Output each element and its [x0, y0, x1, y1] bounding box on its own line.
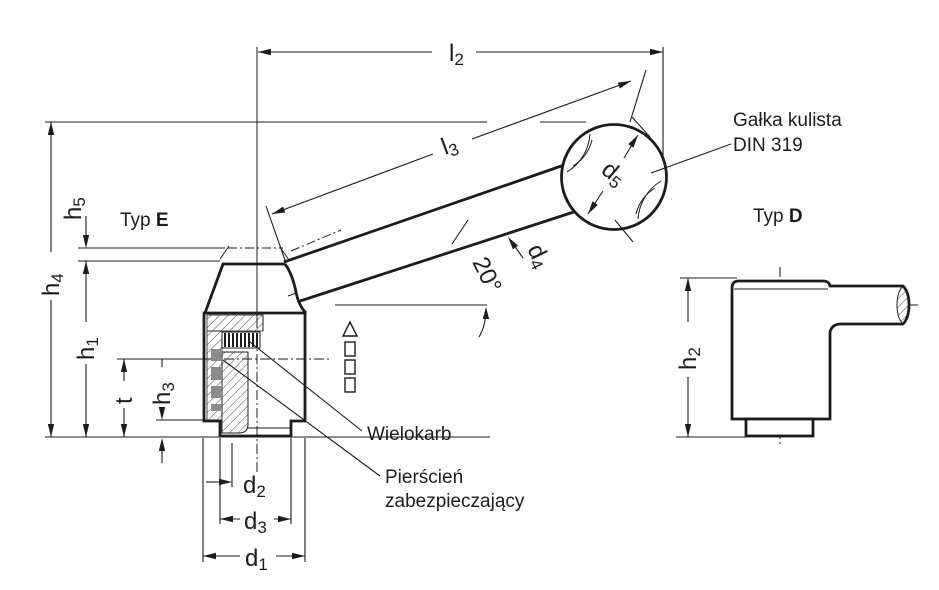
dimension-l3	[265, 69, 647, 264]
knob-note-line1: Gałka kulista	[733, 110, 842, 131]
dim-label-t: t	[111, 397, 138, 404]
dim-label-l2: l2	[449, 40, 464, 69]
dim-label-h3: h3	[149, 382, 178, 405]
spline-leader	[249, 341, 363, 432]
square-icon	[344, 359, 356, 375]
dimension-h5	[82, 216, 90, 248]
knob-leader	[650, 143, 732, 174]
flange-hatch	[206, 314, 264, 332]
triangle-icon	[341, 320, 359, 337]
main-view-typ-e: Typ E Gałka kulista DIN 319 Wielokarb Pi…	[38, 40, 842, 574]
hub-section	[202, 262, 308, 438]
dim-label-d4: d4	[520, 240, 556, 273]
dimensions	[47, 48, 663, 560]
hub-outline	[202, 311, 307, 438]
type-e-label: Typ E	[120, 210, 169, 231]
spline-note: Wielokarb	[367, 424, 451, 445]
dimension-angle-20	[335, 304, 490, 338]
spline-serration	[221, 331, 261, 349]
dim-label-d2: d2	[243, 472, 266, 501]
dim-label-l3: l3	[438, 130, 462, 162]
hub-cap-outline	[203, 262, 308, 314]
ring-note-line1: Pierścień	[385, 467, 463, 488]
bore-lines	[248, 315, 290, 429]
dimension-l2	[258, 48, 663, 56]
dimension-d5	[587, 116, 651, 243]
typ-d-outline	[730, 279, 911, 421]
ring-note-line2: zabezpieczający	[385, 491, 525, 512]
dimension-d1	[203, 552, 305, 560]
dimension-d3	[220, 515, 291, 523]
ring-leader	[222, 359, 381, 477]
dimension-h2	[676, 277, 747, 438]
side-view-typ-d: h2 Typ D	[675, 206, 920, 447]
ball-shading-arcs	[566, 133, 662, 220]
dim-label-h5: h5	[60, 197, 89, 220]
dimension-h1	[82, 261, 90, 437]
typ-d-break-hatch	[896, 285, 910, 325]
type-d-label: Typ D	[753, 206, 803, 227]
reposition-symbol	[341, 320, 359, 393]
dim-label-d3: d3	[244, 508, 267, 537]
dimension-d2	[206, 478, 232, 486]
dimension-h3	[158, 359, 166, 463]
ball-knob	[560, 123, 668, 231]
dim-label-d1: d1	[245, 545, 268, 574]
typ-d-collar	[744, 417, 815, 438]
leader-lines	[222, 143, 732, 477]
dim-label-h4: h4	[38, 273, 67, 296]
square-icon	[344, 341, 356, 357]
dim-label-h2: h2	[675, 347, 704, 370]
typ-d-body	[730, 279, 911, 438]
screw-shank-hatch	[221, 351, 249, 434]
square-icon	[344, 377, 356, 393]
dimension-h4	[47, 122, 55, 437]
lever-arm	[283, 161, 581, 303]
angle-label: 20°	[467, 253, 507, 297]
knob-note-line2: DIN 319	[733, 135, 803, 156]
retaining-ring-segments	[211, 349, 221, 411]
dim-label-h1: h1	[73, 337, 102, 360]
dimension-t	[120, 359, 128, 437]
dimension-d4	[451, 219, 524, 259]
